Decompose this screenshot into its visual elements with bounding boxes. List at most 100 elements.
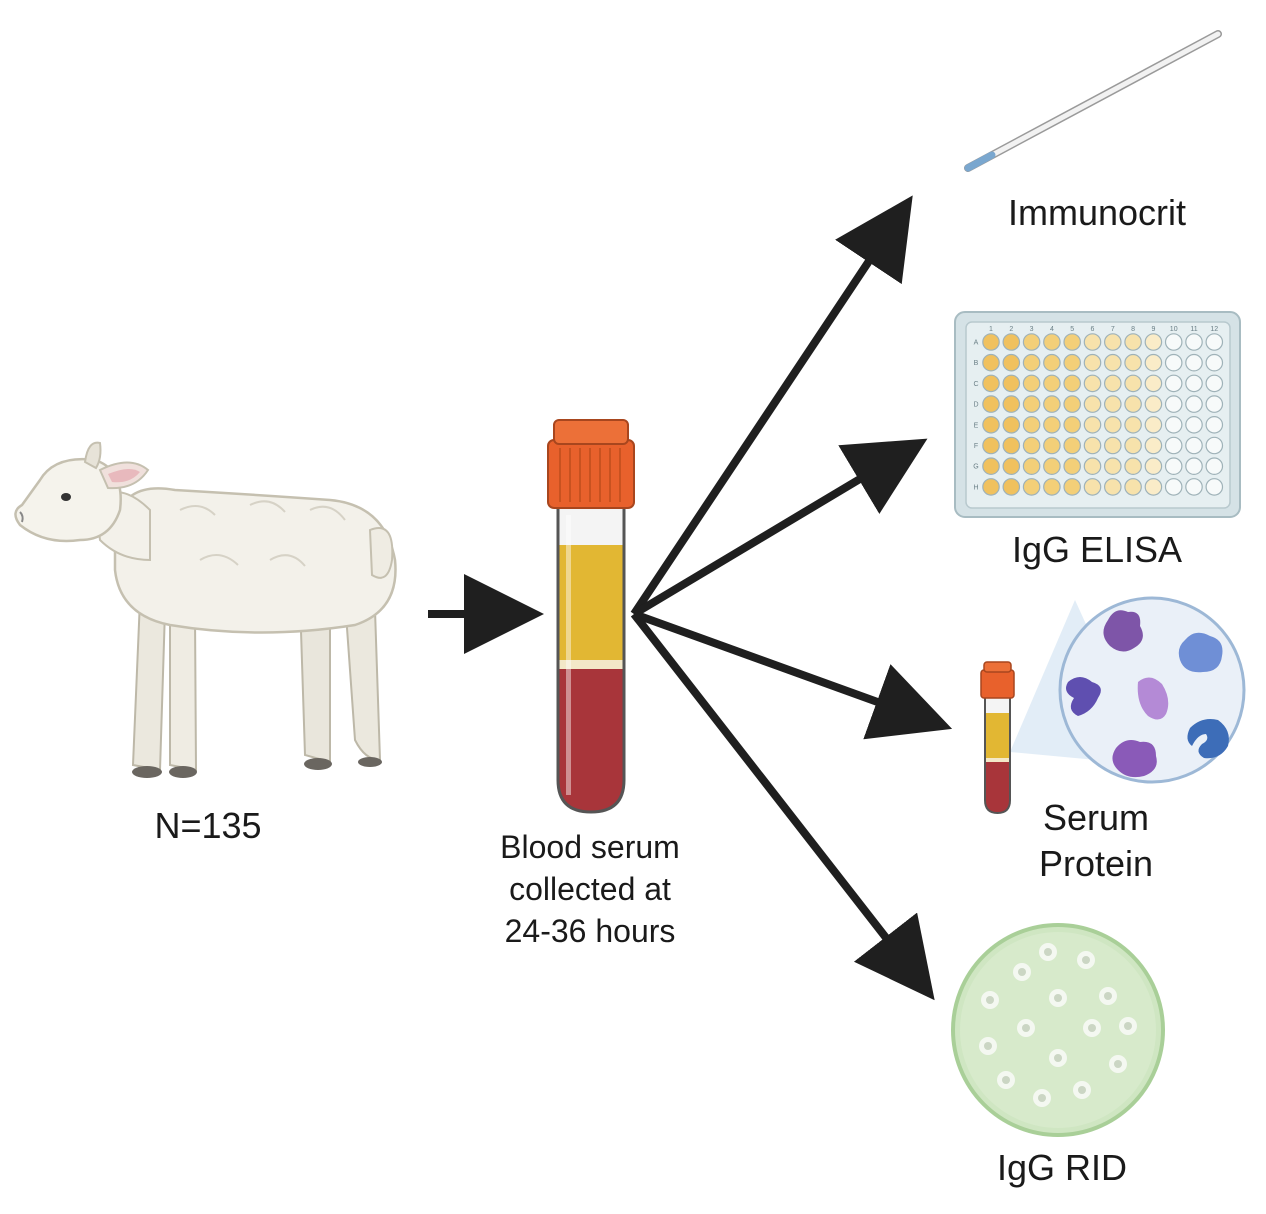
plate-well (1144, 436, 1163, 455)
plate-well (1063, 353, 1081, 372)
plate-well (982, 333, 1000, 351)
rid-well-center (986, 996, 994, 1004)
rid-well-center (1114, 1060, 1122, 1068)
plate-well (1022, 395, 1041, 413)
immunocrit-label: Immunocrit (1008, 192, 1186, 233)
plate-well (1063, 436, 1081, 455)
plate-well (1144, 415, 1163, 434)
plate-column-label: 9 (1151, 326, 1155, 333)
plate-well (1083, 374, 1102, 393)
plate-well (1124, 333, 1142, 351)
plate-column-label: 4 (1050, 326, 1054, 333)
plate-well (982, 415, 1000, 434)
plate-well (1164, 436, 1183, 455)
plate-row-label: C (973, 381, 978, 388)
plate-well (1124, 374, 1142, 393)
plate-column-label: 2 (1009, 326, 1013, 333)
plate-row-label: B (974, 360, 979, 367)
plate-column-label: 3 (1030, 326, 1034, 333)
plate-column-label: 7 (1111, 326, 1115, 333)
plate-well (1104, 395, 1122, 413)
plate-well (982, 353, 1000, 372)
protein-icon (1178, 632, 1223, 673)
plate-well (1083, 415, 1102, 434)
plate-well (1144, 457, 1163, 475)
rid-well-center (1054, 994, 1062, 1002)
plate-well (1002, 333, 1021, 351)
plate-well (1185, 395, 1203, 413)
plate-well (1083, 457, 1102, 475)
plate-well (1104, 415, 1122, 434)
plate-well (1124, 415, 1142, 434)
rid-well-center (1054, 1054, 1062, 1062)
capillary-tube-icon (964, 30, 1222, 172)
plate-well (982, 436, 1000, 455)
plate-well (1144, 395, 1163, 413)
rid-well-center (1044, 948, 1052, 956)
rid-well-center (1038, 1094, 1046, 1102)
plate-column-label: 1 (989, 326, 993, 333)
plate-column-label: 10 (1170, 326, 1178, 333)
plate-well (1164, 374, 1183, 393)
plate-well (1043, 395, 1061, 413)
plate-well (1104, 333, 1122, 351)
plate-well (982, 374, 1000, 393)
plate-well (1185, 333, 1203, 351)
plate-well (1144, 353, 1163, 372)
arrow-to-rid (630, 611, 935, 1001)
plate-well (1022, 353, 1041, 372)
plate-well (1063, 395, 1081, 413)
arrow-to-serum-protein (632, 610, 953, 740)
plate-well (1164, 457, 1183, 475)
plate-well (1002, 436, 1021, 455)
arrow-to-immunocrit (630, 195, 913, 617)
plate-well (1063, 478, 1081, 496)
plate-well (1104, 353, 1122, 372)
rid-well-center (1022, 1024, 1030, 1032)
plate-well (1205, 457, 1224, 475)
branch-arrows (630, 195, 953, 1001)
plate-well (1205, 395, 1224, 413)
plate-well (1063, 415, 1081, 434)
plate-well (1185, 436, 1203, 455)
plate-well (1022, 457, 1041, 475)
plate-well (1022, 374, 1041, 393)
plate-row-label: A (974, 340, 979, 347)
plate-row-label: G (973, 464, 978, 471)
rid-well-center (1002, 1076, 1010, 1084)
plate-well (1043, 457, 1061, 475)
rid-well-center (1082, 956, 1090, 964)
plate-row-label: H (973, 484, 978, 491)
plate-well (1083, 333, 1102, 351)
plate-well (1185, 478, 1203, 496)
plate-well (1104, 478, 1122, 496)
plate-well (1063, 333, 1081, 351)
plate-well (1022, 436, 1041, 455)
rid-well-center (1124, 1022, 1132, 1030)
plate-well (1205, 436, 1224, 455)
plate-well (1124, 353, 1142, 372)
rid-well-center (1088, 1024, 1096, 1032)
plate-column-label: 12 (1210, 326, 1218, 333)
rid-well-center (1078, 1086, 1086, 1094)
plate-well (1164, 333, 1183, 351)
plate-well (1205, 374, 1224, 393)
plate-well (1104, 374, 1122, 393)
plate-well (1022, 478, 1041, 496)
plate-well (1022, 333, 1041, 351)
plate-column-label: 8 (1131, 326, 1135, 333)
plate-well (1083, 436, 1102, 455)
plate-well (1043, 353, 1061, 372)
sample-caption-line-3: 24-36 hours (505, 913, 676, 949)
plate-well (1022, 415, 1041, 434)
plate-well (1164, 415, 1183, 434)
plate-well (1205, 333, 1224, 351)
plate-well (1205, 478, 1224, 496)
plate-well (1002, 353, 1021, 372)
plate-well (1043, 333, 1061, 351)
serum-protein-illustration (980, 596, 1246, 815)
small-serum-tube (980, 661, 1015, 815)
plate-well (1002, 415, 1021, 434)
plate-well (1124, 478, 1142, 496)
plate-column-label: 5 (1070, 326, 1074, 333)
